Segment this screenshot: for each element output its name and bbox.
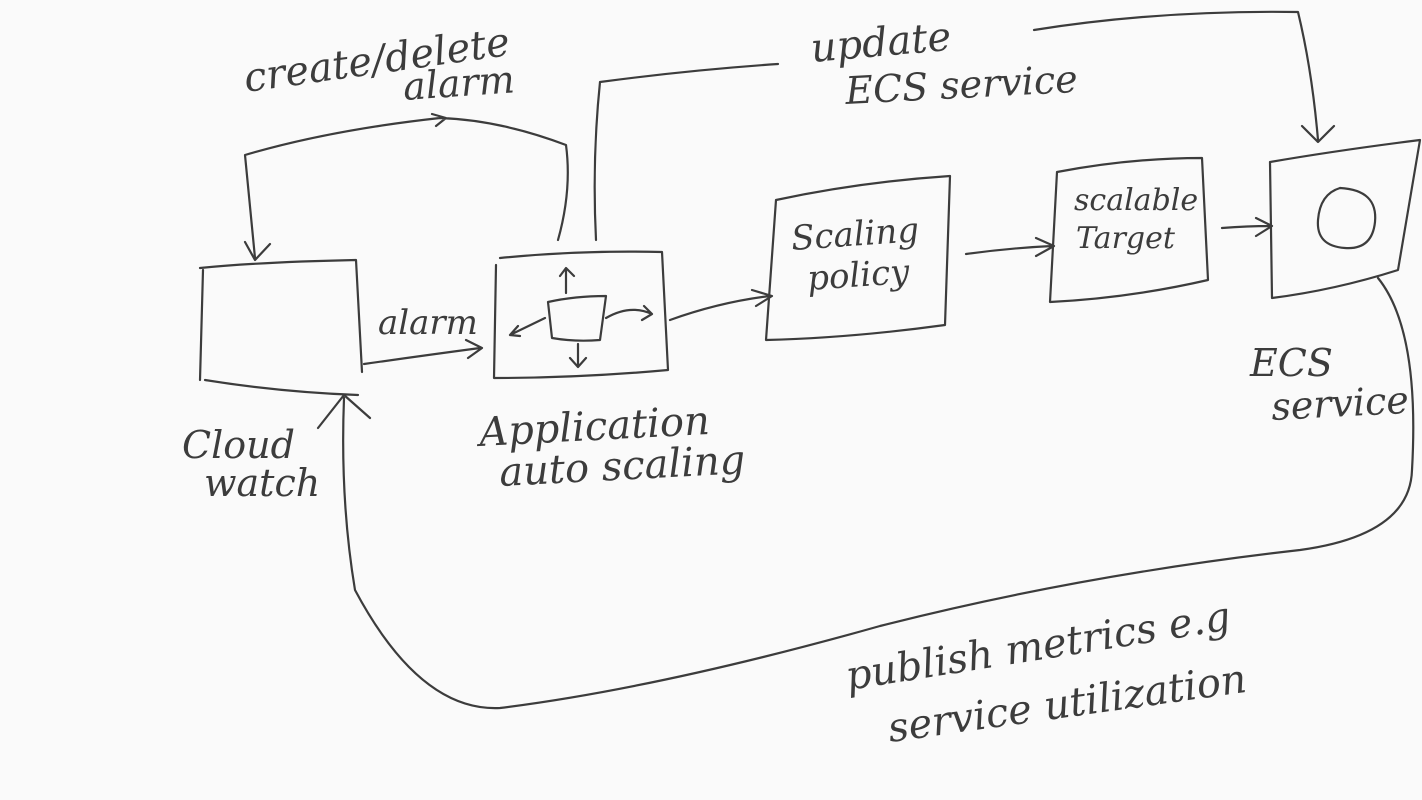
ecs-service-label-line2: service xyxy=(1270,378,1410,429)
scalable-target-box xyxy=(1048,156,1210,304)
cloudwatch-label-line2: watch xyxy=(204,461,320,505)
scaling-icon xyxy=(508,266,654,369)
create-delete-alarm-arrow xyxy=(243,112,569,262)
app-to-policy-arrow xyxy=(668,288,774,322)
target-to-ecs-arrow xyxy=(1220,216,1274,238)
scaling-policy-label-line2: policy xyxy=(806,252,912,299)
scaling-policy-box xyxy=(764,174,952,342)
publish-metrics-arrow xyxy=(316,276,1415,710)
alarm-arrow-label: alarm xyxy=(378,303,478,343)
scaling-policy-label-line1: Scaling xyxy=(790,210,920,259)
app-autoscaling-box xyxy=(492,250,670,380)
update-label: update xyxy=(809,14,953,72)
ecs-service-box xyxy=(1268,138,1422,300)
scalable-target-label-line1: scalable xyxy=(1074,183,1198,218)
policy-to-target-arrow xyxy=(964,236,1056,258)
cloudwatch-label-line1: Cloud xyxy=(182,423,295,467)
ecs-task-circle xyxy=(1316,186,1377,250)
alarm-top-label: alarm xyxy=(402,57,516,109)
cloudwatch-box xyxy=(198,258,364,397)
alarm-arrow xyxy=(362,338,484,366)
update-ecs-service-arrow xyxy=(593,10,1336,242)
ecs-service-label-line1: ECS xyxy=(1249,341,1333,385)
scalable-target-label-line2: Target xyxy=(1076,221,1176,256)
